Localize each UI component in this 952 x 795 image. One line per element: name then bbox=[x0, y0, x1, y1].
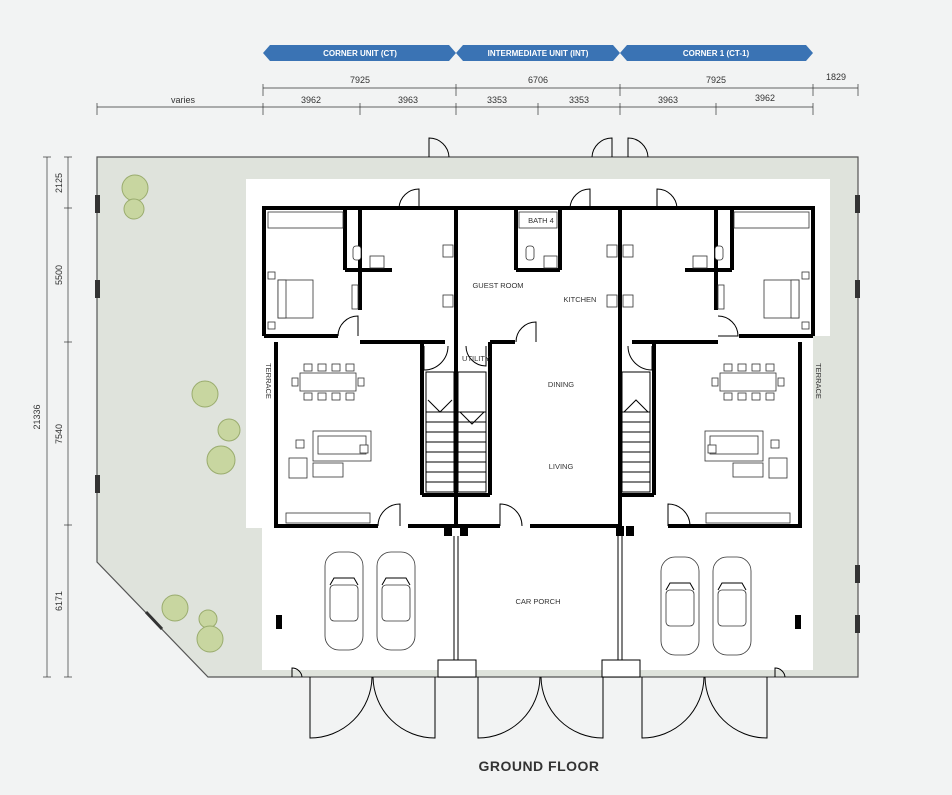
room-bath4: BATH 4 bbox=[528, 216, 554, 225]
dim-top-0: 7925 bbox=[350, 75, 370, 85]
tree bbox=[161, 594, 189, 622]
dim-sub-1: 3962 bbox=[301, 95, 321, 105]
room-dining: DINING bbox=[548, 380, 574, 389]
dim-sub-5: 3963 bbox=[658, 95, 678, 105]
dim-left-3: 6171 bbox=[54, 591, 64, 611]
dim-top-2: 7925 bbox=[706, 75, 726, 85]
banner-corner1-unit bbox=[620, 45, 813, 61]
car bbox=[660, 556, 700, 656]
banner-label-intermediate: INTERMEDIATE UNIT (INT) bbox=[488, 49, 589, 58]
dim-sub-3: 3353 bbox=[487, 95, 507, 105]
furniture-left-unit bbox=[267, 211, 385, 524]
room-terrace-right: TERRACE bbox=[814, 363, 823, 399]
dim-sub-6: 3962 bbox=[755, 93, 775, 103]
tree bbox=[206, 445, 236, 475]
dim-top-3: 1829 bbox=[826, 72, 846, 82]
car bbox=[324, 551, 364, 651]
banner-corner-unit bbox=[263, 45, 456, 61]
dim-sub-4: 3353 bbox=[569, 95, 589, 105]
banner-intermediate-unit bbox=[456, 45, 620, 61]
unit-banners: CORNER UNIT (CT) INTERMEDIATE UNIT (INT)… bbox=[263, 45, 813, 61]
room-kitchen: KITCHEN bbox=[564, 295, 597, 304]
tree bbox=[191, 380, 219, 408]
dim-sub-0: varies bbox=[171, 95, 196, 105]
paved-area bbox=[246, 179, 830, 670]
doors bbox=[337, 137, 739, 527]
dim-left-2: 7540 bbox=[54, 424, 64, 444]
tv-console bbox=[285, 512, 371, 524]
dim-sub-2: 3963 bbox=[398, 95, 418, 105]
left-dimensions: 21336 2125 5500 7540 6171 bbox=[32, 156, 72, 678]
banner-label-corner: CORNER UNIT (CT) bbox=[323, 49, 397, 58]
room-utility: UTILITY bbox=[462, 354, 490, 363]
room-guest-room: GUEST ROOM bbox=[472, 281, 523, 290]
right-garden-strip bbox=[813, 336, 830, 670]
tree bbox=[121, 174, 149, 202]
stair-right bbox=[621, 371, 651, 493]
toilet bbox=[352, 245, 362, 261]
stair-middle bbox=[457, 371, 487, 493]
cars bbox=[324, 551, 752, 656]
room-car-porch: CAR PORCH bbox=[515, 597, 560, 606]
armchair bbox=[288, 457, 308, 479]
room-terrace-left: TERRACE bbox=[264, 363, 273, 399]
car bbox=[376, 551, 416, 651]
coffee-table bbox=[312, 462, 344, 478]
gates bbox=[291, 659, 786, 739]
stair-left bbox=[425, 371, 455, 493]
room-labels: GUEST ROOM KITCHEN BATH 4 UTILITY DINING… bbox=[264, 216, 823, 606]
furniture-intermediate bbox=[442, 211, 634, 308]
tree bbox=[196, 625, 224, 653]
staircases bbox=[425, 371, 651, 493]
wardrobe bbox=[267, 211, 344, 229]
car bbox=[712, 556, 752, 656]
dim-left-0: 2125 bbox=[54, 173, 64, 193]
dim-left-1: 5500 bbox=[54, 265, 64, 285]
basin bbox=[369, 255, 385, 269]
trees bbox=[121, 174, 241, 653]
dim-left-total: 21336 bbox=[32, 404, 42, 429]
tree bbox=[123, 198, 145, 220]
top-dimensions: 7925 6706 7925 1829 varies 3962 3963 335… bbox=[96, 72, 859, 115]
drawing-title: GROUND FLOOR bbox=[478, 758, 599, 774]
dim-top-1: 6706 bbox=[528, 75, 548, 85]
tree bbox=[217, 418, 241, 442]
tree bbox=[198, 609, 218, 629]
furniture-right-unit bbox=[692, 211, 810, 524]
dining-table bbox=[299, 372, 357, 392]
room-living: LIVING bbox=[549, 462, 574, 471]
banner-label-corner1: CORNER 1 (CT-1) bbox=[683, 49, 750, 58]
